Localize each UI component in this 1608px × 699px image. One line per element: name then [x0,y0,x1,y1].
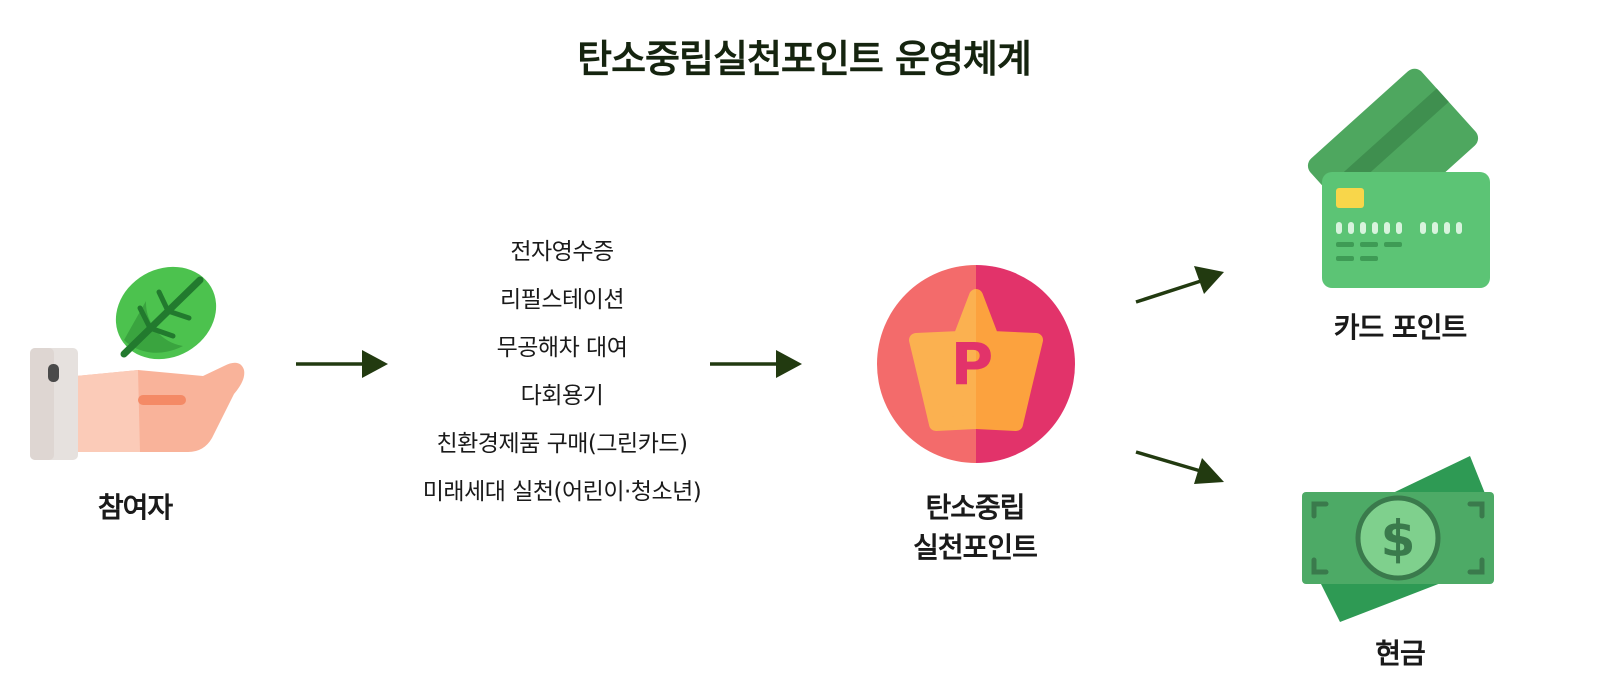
activity-item: 다회용기 [520,383,604,409]
badge-letter: P [951,330,994,398]
point-label-line1: 탄소중립 [925,491,1025,524]
svg-text:$: $ [1381,510,1416,568]
activity-item: 무공해차 대여 [496,335,628,361]
arrow-up-right-icon [1135,266,1224,304]
activity-item: 친환경제품 구매(그린카드) [436,431,688,457]
arrow-right-icon [710,350,802,378]
cash-icon: $ [1302,456,1494,622]
activity-item: 미래세대 실천(어린이·청소년) [422,479,702,505]
activity-list: 전자영수증 리필스테이션 무공해차 대여 다회용기 친환경제품 구매(그린카드)… [392,228,732,516]
point-label-line2: 실천포인트 [913,531,1038,564]
diagram-title: 탄소중립실천포인트 운영체계 [577,37,1032,81]
arrow-right-icon [296,350,388,378]
point-label: 탄소중립 실천포인트 [870,488,1080,568]
participant-label: 참여자 [97,491,173,524]
activity-item: 리필스테이션 [500,287,624,313]
point-badge-icon: P [877,265,1075,463]
card-point-label: 카드 포인트 [1333,311,1468,344]
hand-leaf-icon [30,266,245,460]
activity-item: 전자영수증 [510,239,614,265]
arrow-down-right-icon [1135,450,1224,484]
credit-card-icon [1307,68,1490,288]
cash-label: 현금 [1375,637,1426,670]
